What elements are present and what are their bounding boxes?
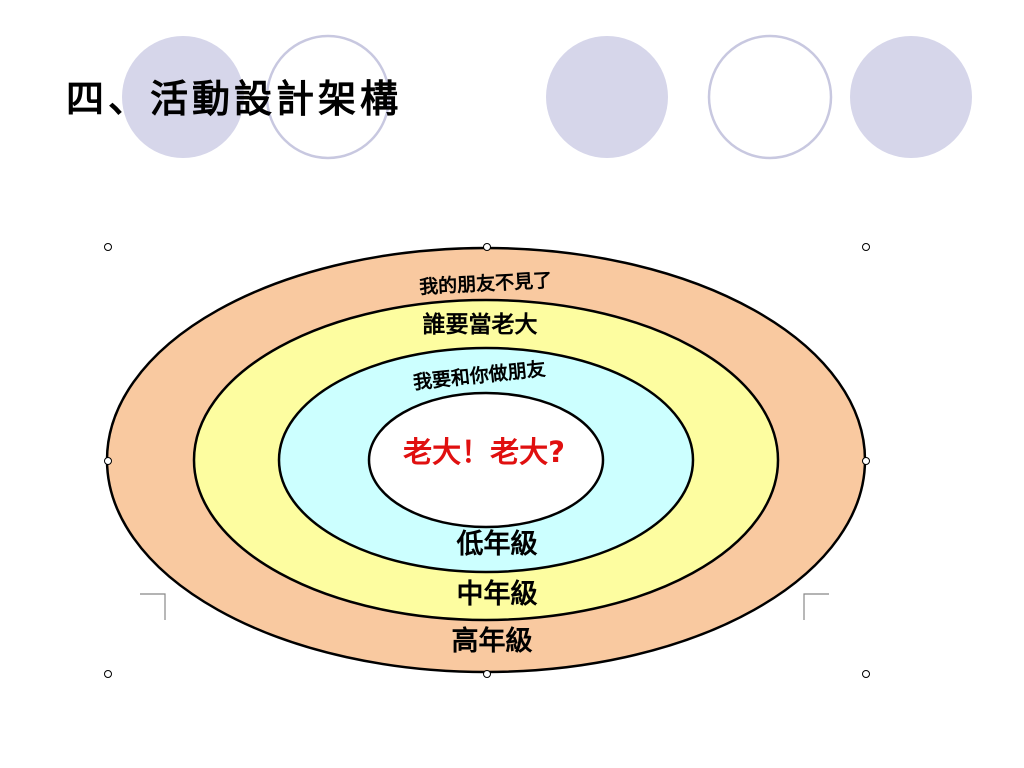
- handle[interactable]: [483, 670, 491, 678]
- deco-circle-outline-2: [707, 34, 833, 160]
- crop-mark-right: [803, 593, 829, 620]
- selection-handles: [104, 243, 870, 678]
- deco-circle-filled-1: [122, 36, 244, 158]
- handle[interactable]: [862, 670, 870, 678]
- handle[interactable]: [862, 243, 870, 251]
- slide-title: 四、活動設計架構: [66, 76, 403, 121]
- handle[interactable]: [104, 243, 112, 251]
- deco-circle-filled-2: [546, 36, 668, 158]
- middle-activity-label: 誰要當老大: [423, 311, 538, 338]
- core-ellipse: [367, 391, 605, 529]
- deco-circle-filled-3: [850, 36, 972, 158]
- handle[interactable]: [862, 457, 870, 465]
- handle[interactable]: [483, 243, 491, 251]
- deco-circle-outline-1: [265, 34, 391, 160]
- header-decoration: [122, 34, 972, 160]
- middle-grade-label: 中年級: [457, 578, 538, 610]
- handle[interactable]: [104, 670, 112, 678]
- handle[interactable]: [104, 457, 112, 465]
- inner-grade-label: 低年級: [456, 528, 538, 560]
- core-label: 老大！老大?: [403, 435, 565, 469]
- outer-grade-label: 高年級: [452, 625, 533, 657]
- crop-mark-left: [140, 593, 166, 620]
